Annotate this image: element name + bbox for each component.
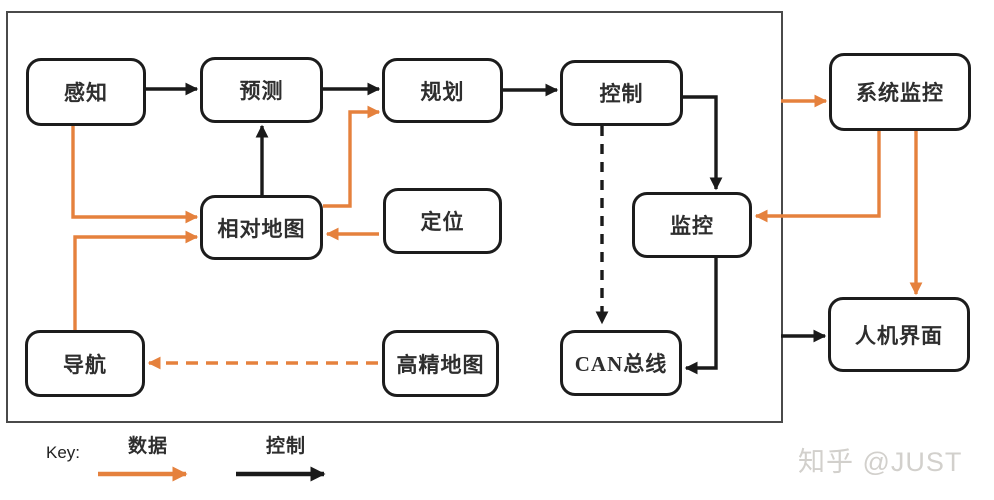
- node-hd-map-label: 高精地图: [396, 352, 485, 377]
- node-planning: 规划: [382, 58, 503, 123]
- node-relative-map: 相对地图: [200, 195, 323, 260]
- node-localization-label: 定位: [420, 210, 465, 234]
- node-navigation-label: 导航: [63, 352, 107, 377]
- node-can-bus: CAN总线: [560, 330, 682, 396]
- node-monitor-label: 监控: [670, 214, 714, 238]
- node-relative-map-label: 相对地图: [217, 216, 306, 241]
- edge-perception-relativemap: [71, 126, 199, 224]
- node-prediction: 预测: [200, 57, 323, 123]
- node-localization: 定位: [383, 188, 502, 254]
- legend-data-label: 数据: [127, 436, 168, 457]
- node-hmi-label: 人机界面: [855, 323, 943, 348]
- node-prediction-label: 预测: [239, 79, 284, 103]
- edge-control-monitor: [683, 95, 723, 191]
- node-hd-map: 高精地图: [382, 330, 499, 397]
- node-can-bus-label: CAN总线: [574, 352, 668, 376]
- node-system-monitor: 系统监控: [829, 53, 971, 131]
- node-control-label: 控制: [599, 82, 644, 106]
- watermark: 知乎 @JUST: [798, 447, 963, 477]
- node-perception-label: 感知: [64, 81, 108, 105]
- node-hmi: 人机界面: [828, 297, 970, 372]
- node-control: 控制: [560, 60, 683, 126]
- node-perception: 感知: [26, 58, 146, 126]
- edge-navigation-relativemap: [73, 230, 199, 330]
- edge-systemmonitor-monitor: [754, 131, 881, 223]
- node-planning-label: 规划: [420, 79, 465, 104]
- edge-monitor-canbus: [684, 258, 718, 375]
- node-monitor: 监控: [632, 192, 752, 258]
- edge-relativemap-planning: [323, 105, 381, 208]
- node-navigation: 导航: [25, 330, 145, 397]
- node-system-monitor-label: 系统监控: [856, 81, 944, 105]
- legend-control-label: 控制: [265, 436, 306, 457]
- legend-key-label: Key:: [46, 443, 81, 462]
